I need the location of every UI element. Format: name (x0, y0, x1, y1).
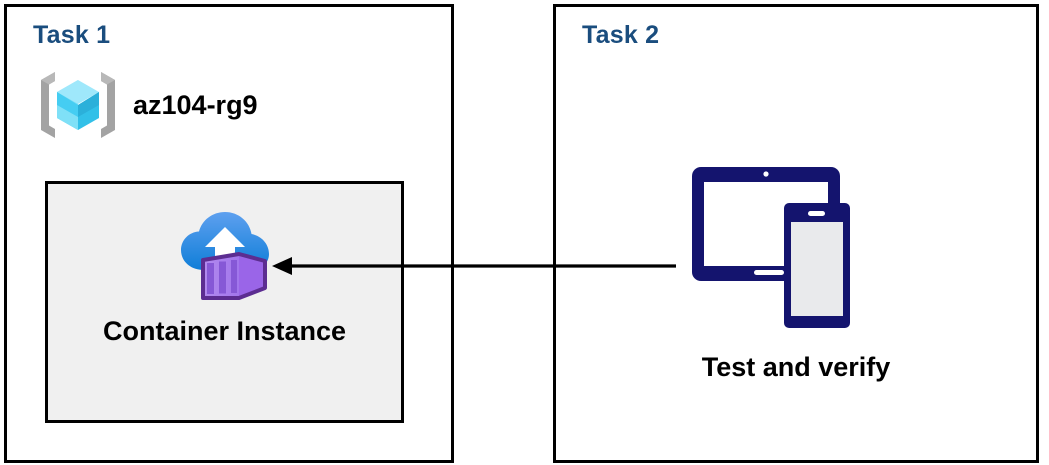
azure-resource-group-icon (41, 72, 115, 138)
azure-container-instance-icon (180, 212, 269, 300)
resource-group-label: az104-rg9 (133, 89, 258, 120)
container-instance-label: Container Instance (102, 316, 347, 346)
container-instance-box: Container Instance (45, 181, 404, 423)
test-and-verify-label: Test and verify (701, 352, 891, 382)
resource-group-row: az104-rg9 (37, 67, 258, 143)
panel-title-task-2: Task 2 (582, 21, 660, 49)
panel-title-task-1: Task 1 (33, 21, 111, 49)
devices-tablet-phone-icon (692, 167, 850, 328)
panel-task-1: Task 1 az104-rg (4, 4, 454, 463)
